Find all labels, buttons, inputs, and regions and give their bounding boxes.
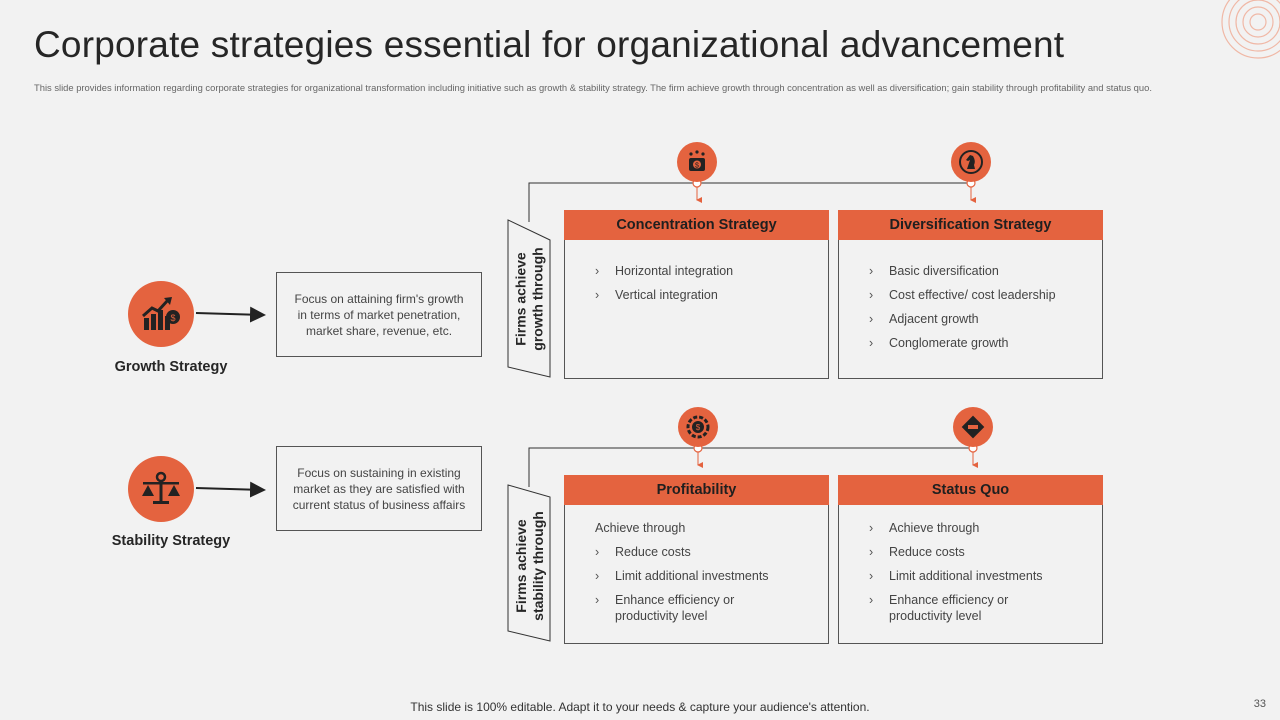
stability-strategy-label: Stability Strategy [111,533,231,549]
diversification-strategy-card: Diversification Strategy ›Basic diversif… [838,210,1103,379]
stability-focus-box: Focus on sustaining in existing market a… [276,446,482,531]
list-item: ›Enhance efficiency or productivity leve… [595,593,735,623]
list-item: ›Horizontal integration [595,264,734,278]
card-title: Status Quo [838,475,1103,505]
list-item: ›Conglomerate growth [869,336,1009,350]
profitability-card: Profitability Achieve through ›Reduce co… [564,475,829,644]
stability-through-line1: Firms achieve [512,519,529,613]
page-number: 33 [1253,698,1266,710]
growth-through-line2: growth through [529,247,546,351]
footer-note: This slide is 100% editable. Adapt it to… [410,700,870,714]
road-sign-icon [953,407,993,447]
stability-through-line2: stability through [529,511,546,621]
growth-strategy-label: Growth Strategy [114,359,228,375]
list-item: ›Adjacent growth [869,312,979,326]
slide-description: This slide provides information regardin… [34,82,1152,93]
concentration-strategy-card: Concentration Strategy ›Horizontal integ… [564,210,829,379]
list-item: ›Reduce costs [869,545,965,559]
chess-knight-icon [951,142,991,182]
svg-text:$: $ [695,163,699,170]
list-item: ›Cost effective/ cost leadership [869,288,1056,302]
status-quo-card: Status Quo ›Achieve through ›Reduce cost… [838,475,1103,644]
list-item: ›Reduce costs [595,545,691,559]
svg-text:$: $ [696,423,701,432]
list-item: ›Basic diversification [869,264,999,278]
list-item: ›Limit additional investments [869,569,1043,583]
list-item: ›Vertical integration [595,288,718,302]
svg-text:$: $ [170,313,175,323]
growth-focus-box: Focus on attaining firm's growth in term… [276,272,482,357]
card-title: Concentration Strategy [564,210,829,240]
list-item: ›Limit additional investments [595,569,769,583]
card-title: Profitability [564,475,829,505]
balance-scale-icon [128,456,194,522]
money-bag-icon: $ [677,142,717,182]
list-item: ›Achieve through [869,521,980,535]
growth-chart-icon: $ [128,281,194,347]
page-title: Corporate strategies essential for organ… [34,24,1065,65]
card-title: Diversification Strategy [838,210,1103,240]
list-item: ›Enhance efficiency or productivity leve… [869,593,1009,623]
concentric-rings-decoration [1221,0,1280,59]
growth-through-line1: Firms achieve [512,252,529,346]
list-item-intro: Achieve through [595,521,686,535]
gear-money-icon: $ [678,407,718,447]
